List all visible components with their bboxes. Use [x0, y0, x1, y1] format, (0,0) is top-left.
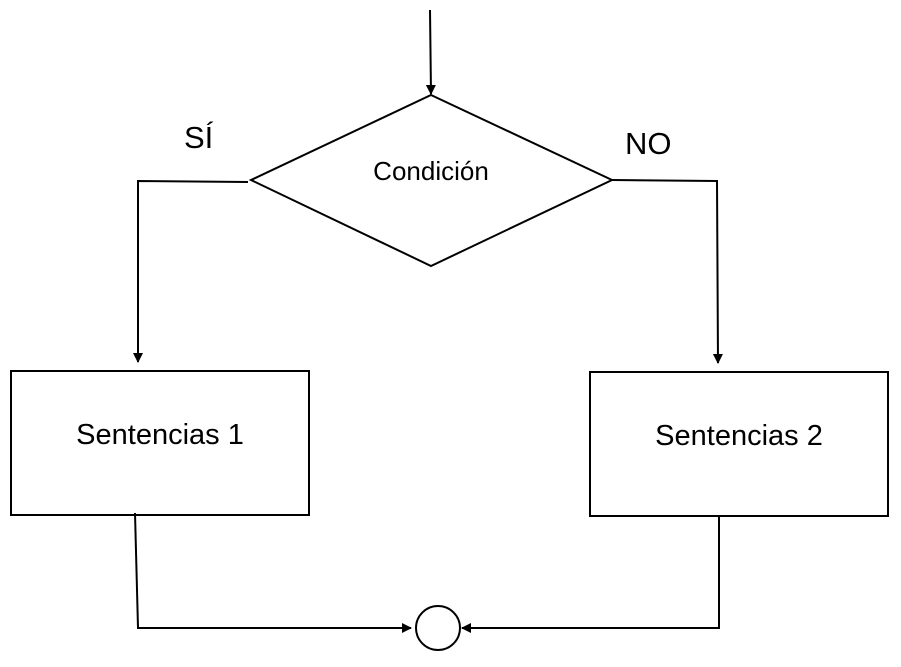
decision-label: Condición — [373, 156, 489, 186]
entry-arrow — [425, 9, 436, 95]
no-branch-label: NO — [625, 126, 672, 161]
process-label-1: Sentencias 1 — [76, 419, 244, 451]
merge-connector-right — [461, 516, 720, 633]
process-box-1 — [10, 370, 310, 516]
yes-branch-connector — [133, 179, 249, 363]
process-box-2 — [589, 371, 889, 517]
merge-node — [415, 605, 461, 651]
no-branch-connector — [611, 179, 723, 364]
decision-node: Condición — [248, 93, 615, 268]
process-label-2: Sentencias 2 — [655, 420, 823, 452]
process-node-2: Sentencias 2 — [589, 371, 889, 517]
yes-branch-label: SÍ — [184, 120, 214, 155]
merge-connector-left — [134, 512, 412, 633]
decision-diamond — [248, 93, 615, 268]
process-node-1: Sentencias 1 — [10, 370, 310, 516]
